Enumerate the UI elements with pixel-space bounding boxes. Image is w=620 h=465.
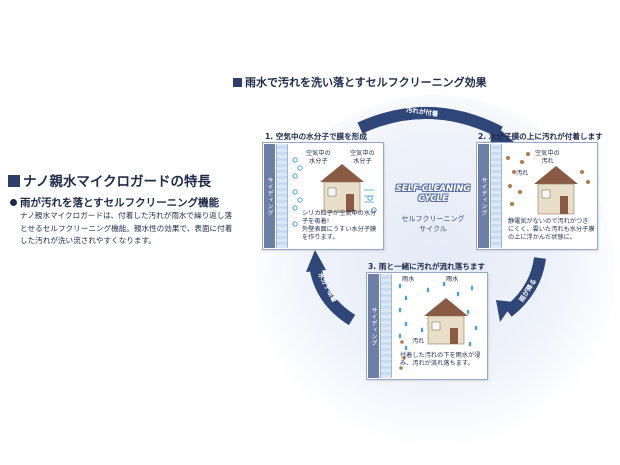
panel-1-illustration	[292, 157, 377, 227]
feature-body-line: ナノ親水マイクロガードは、付着した汚れが雨水で繰り返し落	[20, 211, 233, 220]
feature-body: ナノ親水マイクロガードは、付着した汚れが雨水で繰り返し落 とせるセルフクリーニン…	[20, 210, 250, 248]
panel-3-film	[380, 274, 392, 378]
panel-3-siding: サイディング	[368, 274, 379, 378]
square-bullet-icon	[8, 175, 20, 187]
right-arrow	[504, 257, 546, 317]
panel-2-house-icon	[534, 166, 578, 215]
panel-2-label-dirt: 汚れ	[516, 170, 529, 177]
panel-3-label-rain-b: 雨水	[446, 276, 459, 283]
panel-3-note: 付着した汚れの下を雨水が浸み、汚れが流れ落ちます。	[400, 352, 481, 367]
panel-2-dirt-particles	[506, 152, 590, 206]
feature-body-line: とせるセルフクリーニング機能。親水性の効果で、表面に付着	[20, 223, 233, 233]
cycle-title-ja: セルフクリーニングサイクル	[401, 215, 465, 233]
panel-3-illustration	[398, 281, 478, 370]
panel-2-note: 静電気がないので汚れがつきにくく、雲いた汚れも水分子膜の上に浮かんだ状態に。	[508, 218, 595, 241]
panel-3-house-icon	[424, 298, 468, 345]
panel-3-label-dirt: 汚れ	[412, 338, 425, 345]
panel-1-arrows-icon	[364, 189, 374, 203]
right-arrowhead-icon	[496, 300, 514, 322]
panel-2-title: 2. 水分子膜の上に汚れが付着します	[478, 132, 603, 141]
panel-3-dirt-particles	[399, 340, 406, 370]
top-arrowhead-icon	[490, 124, 514, 144]
feature-title-text: ナノ親水マイクロガードの特長	[23, 174, 212, 190]
panel-1-house-icon	[320, 164, 364, 213]
panel-2-siding: サイディング	[478, 144, 489, 248]
panel-1-film	[276, 144, 288, 248]
panel-3-label-rain-a: 雨水	[402, 276, 415, 283]
square-bullet-icon	[233, 78, 242, 87]
panel-3-raindrops	[398, 281, 478, 351]
panel-2-illustration	[506, 152, 590, 215]
main-title: 雨水で汚れを洗い落とすセルフクリーニング効果	[233, 74, 487, 90]
panel-1-label-b: 空気中の水分子	[350, 150, 375, 165]
panel-1-note: シリカ粒子が空気中の水分子を吸着! 外壁表面にうすい水分子膜を作ります。	[302, 210, 377, 241]
top-arrow	[357, 106, 503, 138]
panel-1-water-molecules	[292, 157, 377, 227]
panel-2-film	[490, 144, 502, 248]
dot-bullet-icon	[10, 199, 17, 206]
left-arrowhead-icon	[306, 250, 326, 272]
main-title-text: 雨水で汚れを洗い落とすセルフクリーニング効果	[245, 76, 487, 89]
panel-1-siding: サイディング	[264, 144, 275, 248]
left-arrow	[309, 263, 356, 326]
panel-1-label-a: 空気中の水分子	[306, 150, 331, 165]
feature-title: ナノ親水マイクロガードの特長	[8, 170, 211, 190]
panel-2-label-a: 空気中の汚れ	[535, 150, 560, 165]
feature-body-line: した汚れが洗い流されやすくなります。	[20, 236, 156, 245]
feature-subtitle-text: 雨が汚れを落とすセルフクリーニング機能	[20, 197, 220, 209]
feature-subtitle: 雨が汚れを落とすセルフクリーニング機能	[10, 195, 219, 210]
panel-1-title: 1. 空気中の水分子で膜を形成	[265, 132, 367, 141]
panel-3-title: 3. 雨と一緒に汚れが流れ落ちます	[368, 262, 486, 271]
